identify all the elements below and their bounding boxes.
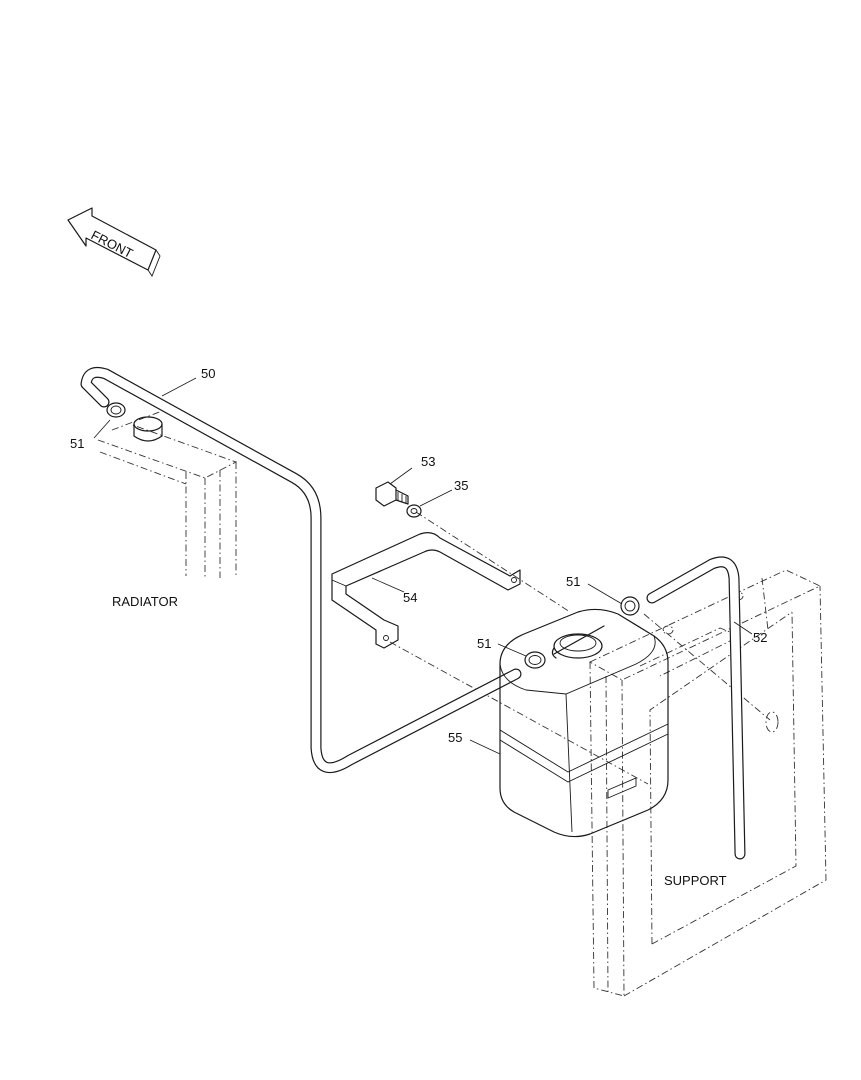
hose-clamp-icon (524, 651, 546, 669)
callout-54: 54 (403, 590, 417, 605)
washer-35-icon (406, 504, 422, 518)
callout-51-overflow: 51 (566, 574, 580, 589)
callout-53: 53 (421, 454, 435, 469)
leader-lines (93, 377, 753, 755)
callout-55: 55 (448, 730, 462, 745)
hose-52 (646, 556, 746, 860)
radiator-cap-icon (133, 416, 163, 442)
radiator-outline (97, 407, 238, 578)
hose-clamp-icon (106, 402, 126, 418)
front-label: FRONT (89, 227, 136, 261)
callout-50: 50 (201, 366, 215, 381)
reserve-tank-55 (499, 608, 669, 838)
center-lines (389, 511, 771, 785)
callout-51-tank: 51 (477, 636, 491, 651)
hose-clamp-icon (620, 596, 640, 616)
callout-35: 35 (454, 478, 468, 493)
radiator-label: RADIATOR (112, 594, 178, 609)
bracket-54 (331, 532, 521, 649)
front-arrow: FRONT (67, 207, 161, 277)
bolt-53-icon (375, 481, 409, 507)
callout-51-radiator: 51 (70, 436, 84, 451)
hose-50 (80, 366, 522, 774)
callout-52: 52 (753, 630, 767, 645)
support-label: SUPPORT (664, 873, 727, 888)
